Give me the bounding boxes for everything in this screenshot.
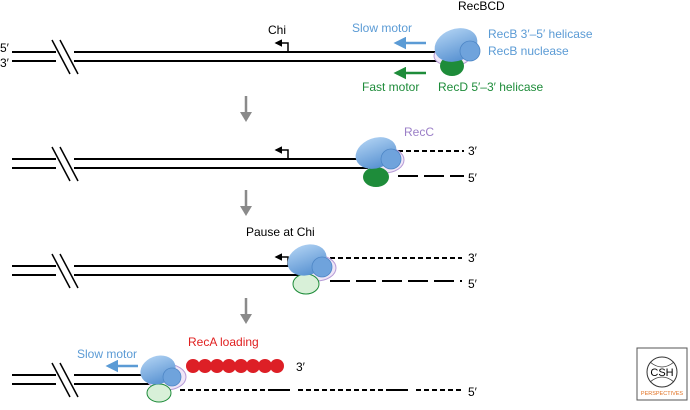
chi-site-arrow — [274, 146, 289, 159]
logo-csh-text: CSH — [650, 367, 673, 379]
reca-monomer — [222, 359, 236, 373]
step-arrow-1 — [240, 96, 252, 122]
recbcd-complex — [140, 355, 187, 403]
five-prime-end-label: 5′ — [0, 41, 10, 55]
recb-nuclease-domain — [162, 367, 182, 387]
recbcd-complex — [433, 28, 481, 76]
recd-subunit — [146, 383, 172, 403]
recd-helicase-label: RecD 5′–3′ helicase — [438, 80, 544, 94]
step-arrow-3 — [240, 298, 252, 324]
fast-motor-label: Fast motor — [362, 80, 419, 94]
five-prime-end-label: 5′ — [468, 171, 478, 185]
recd-subunit — [292, 273, 320, 295]
recc-label: RecC — [404, 125, 434, 139]
dna-break-mark — [51, 253, 79, 289]
three-prime-end-label: 3′ — [468, 251, 478, 265]
reca-loading-label: RecA loading — [188, 335, 259, 349]
reca-monomer — [258, 359, 272, 373]
reca-monomer — [198, 359, 212, 373]
dna-break-mark — [51, 362, 79, 398]
three-prime-end-label: 3′ — [0, 56, 10, 70]
slow-motor-label: Slow motor — [352, 21, 412, 35]
chi-site-arrow — [274, 253, 289, 266]
three-prime-end-label: 3′ — [296, 360, 306, 374]
five-prime-end-label: 5′ — [468, 385, 478, 399]
stage-3: Pause at Chi 3′ 5′ — [12, 225, 478, 295]
recb-nuclease-domain — [380, 148, 402, 170]
pause-at-chi-label: Pause at Chi — [246, 225, 315, 239]
five-prime-end-label: 5′ — [468, 277, 478, 291]
three-prime-end-label: 3′ — [468, 144, 478, 158]
dna-break-mark — [51, 146, 79, 182]
logo-perspectives-text: PERSPECTIVES — [641, 391, 684, 397]
stage-4: RecA loading Slow motor 3′ 5′ — [12, 335, 478, 403]
reca-monomer — [270, 359, 284, 373]
reca-monomer — [246, 359, 260, 373]
stage-2: 3′ 5′ RecC — [12, 125, 478, 187]
reca-monomer — [234, 359, 248, 373]
recbcd-complex — [287, 244, 337, 295]
dna-break-mark — [51, 39, 79, 75]
recd-subunit — [363, 167, 389, 187]
slow-motor-label: Slow motor — [77, 347, 137, 361]
reca-monomer — [210, 359, 224, 373]
reca-monomer — [186, 359, 200, 373]
recb-nuclease-domain — [459, 40, 481, 62]
reca-filament — [186, 359, 284, 373]
chi-label: Chi — [268, 23, 286, 37]
chi-site-arrow — [274, 39, 289, 52]
recb-nuclease-domain — [311, 256, 333, 278]
recb-helicase-label: RecB 3′–5′ helicase — [488, 27, 593, 41]
csh-perspectives-logo: CSH PERSPECTIVES — [636, 347, 688, 401]
step-arrow-2 — [240, 190, 252, 216]
complex-name-label: RecBCD — [458, 0, 505, 13]
recb-nuclease-label: RecB nuclease — [488, 44, 569, 58]
recbcd-complex — [355, 137, 405, 187]
stage-1: RecBCD 5′ 3′ Chi Slow motor Fast motor — [0, 0, 593, 94]
